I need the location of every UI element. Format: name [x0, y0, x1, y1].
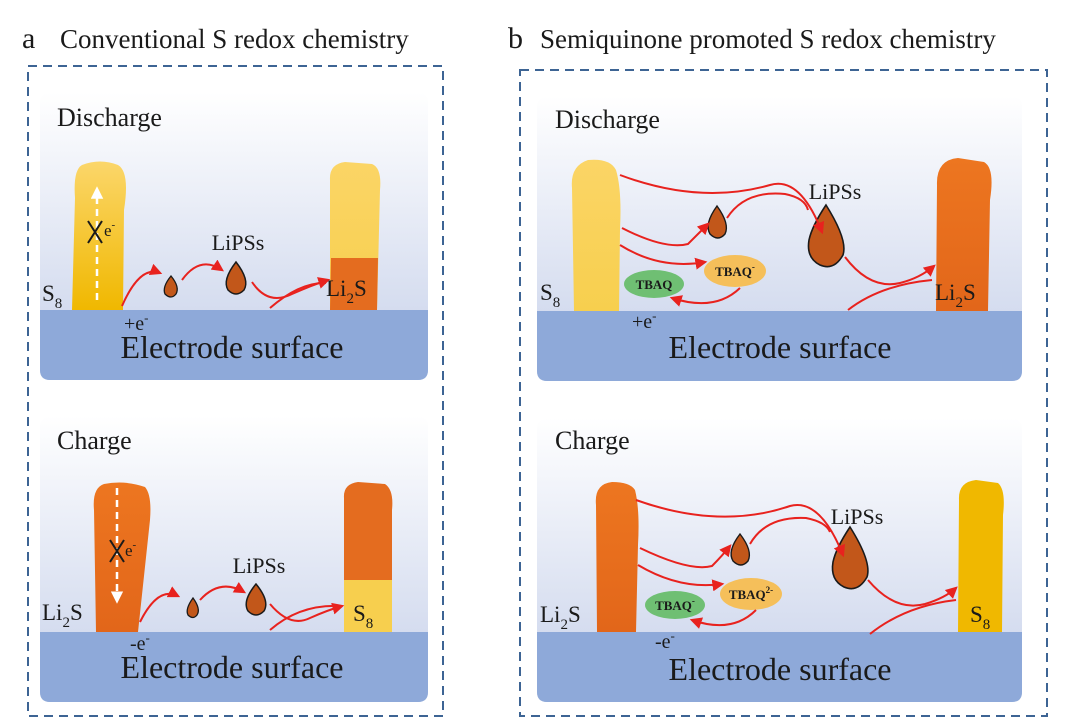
electron-transfer-label: -e- [130, 630, 150, 655]
electron-transfer-label: +e- [124, 310, 149, 335]
cross-icon [87, 220, 103, 244]
intermediate-label: LiPSs [233, 553, 286, 578]
discharge-label: Discharge [555, 105, 660, 134]
panel-a-charge-box: Electrode surface Charge e- Li2S S8 LiPS… [40, 416, 428, 702]
s8-pillar [958, 480, 1004, 632]
reaction-arrow [139, 586, 181, 623]
blocked-electron-label: e- [104, 219, 116, 240]
panel-b-letter: b [508, 22, 523, 55]
intermediate-label: LiPSs [212, 230, 265, 255]
mediator-yellow-badge [704, 255, 766, 287]
reaction-arrow [199, 581, 247, 601]
lipss-droplet-icon [225, 260, 247, 295]
mediator-yellow-badge [720, 578, 782, 610]
small-droplet-icon [163, 274, 178, 298]
box-background [537, 96, 1022, 381]
li2s-pillar [936, 158, 992, 311]
mediator-yellow-label: TBAQ- [715, 262, 755, 279]
reaction-arrow [869, 599, 957, 635]
reaction-arrow [121, 263, 163, 307]
right-species-label: Li2S [326, 276, 367, 307]
left-species-label: S8 [42, 281, 62, 312]
reaction-arrow [269, 604, 341, 631]
s8-pillar [571, 159, 621, 311]
blocked-electron-label: e- [125, 539, 137, 560]
box-background [537, 418, 1022, 702]
discharge-label: Discharge [57, 103, 162, 132]
s8-pillar-base [344, 580, 392, 632]
charge-label: Charge [57, 426, 132, 455]
right-species-label: Li2S [935, 280, 976, 311]
mediator-green-label: TBAQ [636, 277, 673, 292]
panel-a-letter: a [22, 22, 35, 55]
reaction-arrow [689, 609, 757, 629]
right-species-label: S8 [970, 602, 990, 633]
reaction-arrow [637, 564, 725, 592]
panel-b-dashed-border [519, 69, 1048, 717]
electrode-surface-label: Electrode surface [121, 649, 344, 685]
reaction-arrow [269, 602, 345, 622]
reaction-arrow [621, 222, 710, 247]
small-droplet-icon [707, 204, 728, 239]
reaction-arrow [867, 579, 958, 607]
panel-b-title: Semiquinone promoted S redox chemistry [540, 24, 996, 54]
panel-a-dashed-border [27, 65, 444, 717]
panel-b-discharge-box: Electrode surface Discharge S8 Li2S LiPS… [537, 96, 1022, 381]
electrode-surface-label: Electrode surface [121, 329, 344, 365]
reaction-arrow [669, 287, 741, 307]
electrode-surface-band [537, 632, 1022, 702]
lipss-droplet-icon [245, 582, 267, 616]
left-species-label: Li2S [42, 600, 83, 631]
small-droplet-icon [730, 532, 751, 566]
left-species-label: Li2S [540, 602, 581, 633]
electrode-surface-label: Electrode surface [669, 651, 892, 687]
reaction-arrow [181, 259, 224, 281]
electron-transfer-label: -e- [655, 628, 675, 653]
reaction-arrow [639, 544, 732, 569]
li2s-pillar [595, 482, 639, 632]
reaction-arrow [269, 281, 327, 309]
cross-icon [109, 539, 125, 563]
mediator-green-badge [645, 591, 705, 619]
right-species-label: S8 [353, 601, 373, 632]
reaction-arrow [844, 256, 936, 286]
panel-a: a Conventional S redox chemistry Electro… [22, 22, 444, 717]
panel-b-charge-box: Electrode surface Charge Li2S S8 LiPSs T… [537, 418, 1022, 702]
panel-a-discharge-box: Electrode surface Discharge e- S8 Li2S L… [40, 92, 428, 380]
reaction-arrow [619, 244, 708, 270]
electron-transfer-label: +e- [632, 308, 657, 333]
small-droplet-icon [186, 596, 199, 619]
reaction-arrow [749, 516, 831, 545]
panel-a-title: Conventional S redox chemistry [60, 24, 409, 54]
electrode-surface-label: Electrode surface [669, 329, 892, 365]
mediator-green-badge [624, 270, 684, 298]
left-species-label: S8 [540, 280, 560, 311]
electrode-surface-band [40, 632, 428, 702]
mediator-yellow-label: TBAQ2- [729, 585, 773, 602]
reaction-arrow [726, 192, 809, 219]
mediator-green-label: TBAQ- [655, 596, 695, 613]
intermediate-label: LiPSs [831, 504, 884, 529]
intermediate-label: LiPSs [809, 179, 862, 204]
reaction-arrow [635, 499, 845, 558]
electrode-surface-band [537, 311, 1022, 381]
reaction-arrow [619, 174, 825, 235]
reaction-arrow [847, 279, 933, 311]
electrode-surface-band [40, 310, 428, 380]
charge-label: Charge [555, 426, 630, 455]
panel-b: b Semiquinone promoted S redox chemistry… [508, 22, 1048, 717]
li2s-pillar-base [330, 258, 378, 310]
s8-pillar [72, 161, 126, 310]
